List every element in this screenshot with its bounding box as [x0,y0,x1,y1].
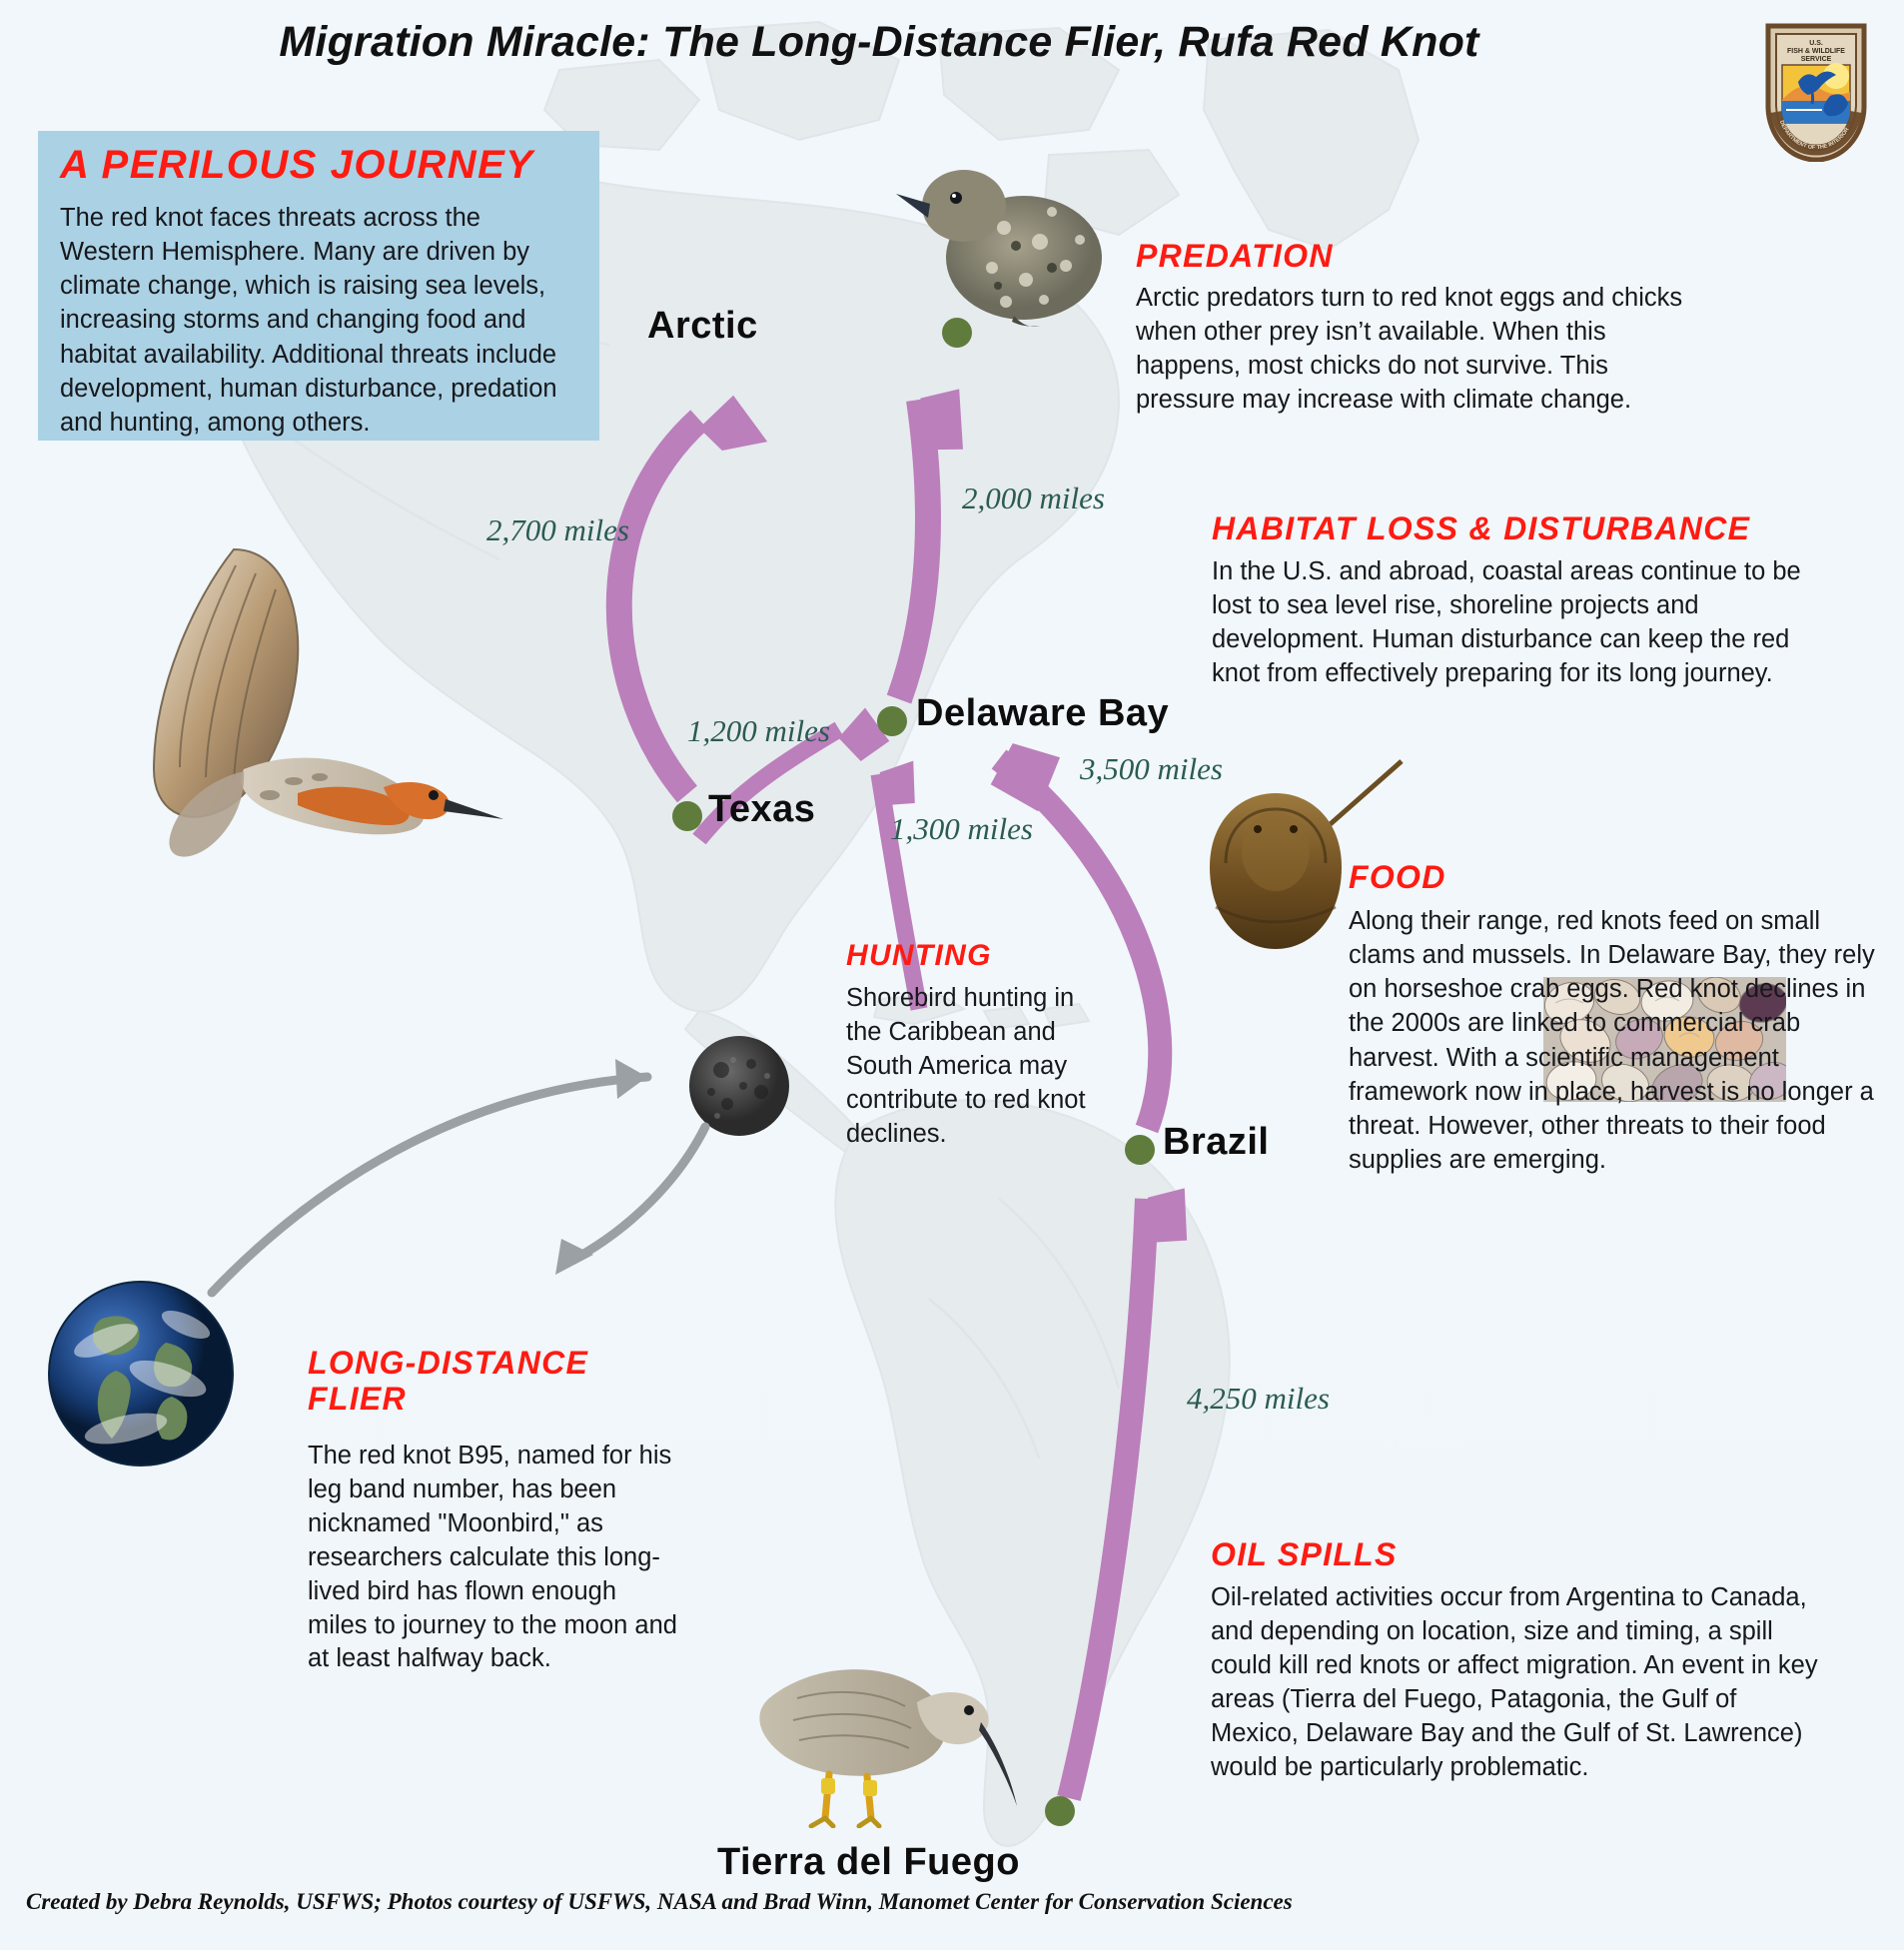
oil-spills-body: Oil-related activities occur from Argent… [1211,1583,1818,1781]
map-dot-delaware-bay [877,706,907,736]
route-distance-tdf-brazil: 4,250 miles [1187,1381,1330,1416]
route-distance-brazil-delaware: 3,500 miles [1080,751,1223,786]
habitat-loss-body: In the U.S. and abroad, coastal areas co… [1212,557,1801,687]
earth-photo [46,1279,236,1468]
oil-spills-title: OIL SPILLS [1211,1536,1398,1572]
usfws-seal-icon: U.S. FISH & WILDLIFE SERVICE DEPARTMENT … [1760,12,1872,163]
route-distance-delaware-arctic: 2,000 miles [962,481,1105,515]
route-distance-texas-arctic: 2,700 miles [486,512,629,547]
map-dot-tierra-del-fuego [1045,1796,1075,1826]
credit-line: Created by Debra Reynolds, USFWS; Photos… [26,1889,1293,1914]
red-knot-feeding-photo [729,1628,1029,1828]
long-distance-flier-title: LONG-DISTANCE FLIER [308,1345,589,1418]
route-distance-texas-delaware: 1,200 miles [687,713,830,748]
map-label-tierra-del-fuego: Tierra del Fuego [717,1841,1020,1883]
page-title: Migration Miracle: The Long-Distance Fli… [279,18,1479,66]
long-distance-flier-body: The red knot B95, named for his leg band… [308,1442,677,1673]
map-dot-texas [672,801,702,831]
svg-text:FISH & WILDLIFE: FISH & WILDLIFE [1787,48,1845,55]
red-knot-flying-photo [84,519,503,969]
perilous-journey-title: A PERILOUS JOURNEY [60,143,534,187]
map-label-brazil: Brazil [1163,1121,1270,1163]
habitat-loss-title: HABITAT LOSS & DISTURBANCE [1212,510,1751,546]
predation-title: PREDATION [1136,238,1334,274]
food-title: FOOD [1349,859,1446,895]
hunting-body: Shorebird hunting in the Caribbean and S… [846,984,1086,1148]
map-dot-arctic [942,318,972,348]
clam-shells-photo [1543,977,1786,1102]
perilous-journey-body: The red knot faces threats across the We… [60,204,557,437]
moon-photo [687,1034,791,1138]
map-label-arctic: Arctic [647,305,758,347]
svg-text:SERVICE: SERVICE [1801,56,1832,63]
map-dot-brazil [1125,1135,1155,1165]
red-knot-chick-photo [894,150,1124,335]
map-label-delaware-bay: Delaware Bay [916,692,1170,734]
perilous-journey-panel: A PERILOUS JOURNEY The red knot faces th… [38,131,599,441]
map-label-texas: Texas [708,788,816,830]
svg-text:U.S.: U.S. [1809,40,1823,47]
food-body: Along their range, red knots feed on sma… [1349,907,1875,1175]
predation-body: Arctic predators turn to red knot eggs a… [1136,284,1683,414]
horseshoe-crab-photo [1154,759,1404,974]
hunting-title: HUNTING [846,939,992,972]
route-distance-caribbean-delaware: 1,300 miles [890,811,1033,846]
